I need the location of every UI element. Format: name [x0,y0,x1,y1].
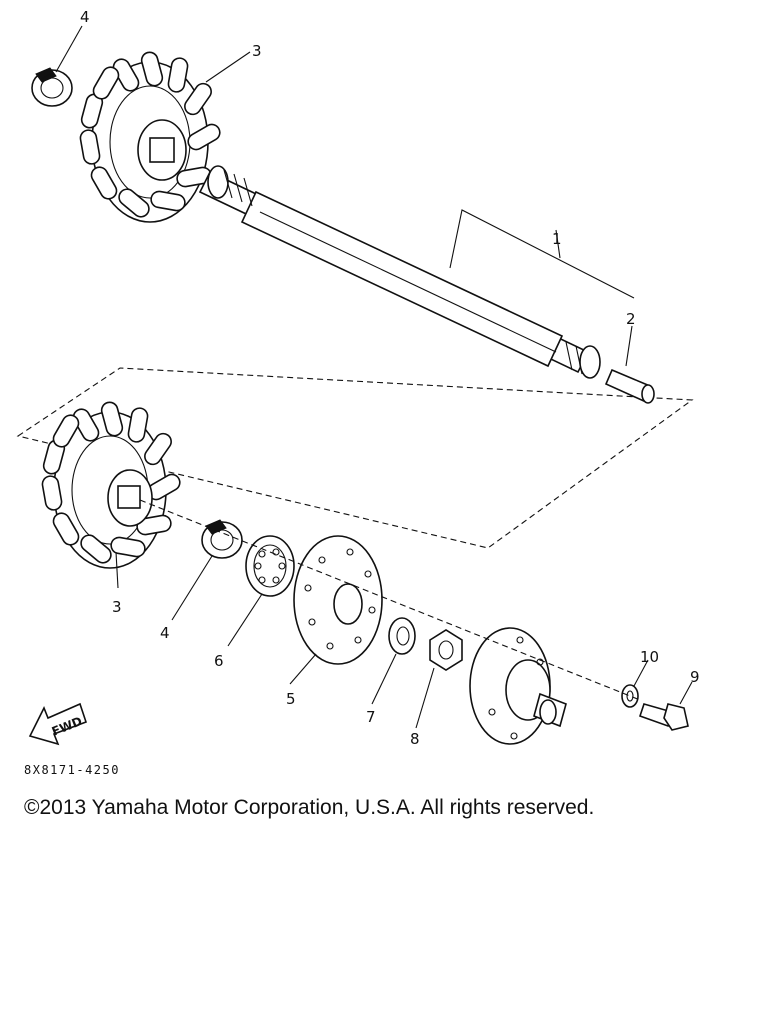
callout-9: 9 [690,668,700,686]
bearing [245,535,295,597]
hub-housing [469,627,567,745]
clamp-upper [31,67,73,107]
copyright-notice: ©2013 Yamaha Motor Corporation, U.S.A. A… [24,796,595,819]
nut [429,629,463,671]
drive-shaft [198,165,601,379]
callout-3-lower: 3 [112,598,122,616]
callout-4-upper: 4 [80,8,90,26]
leader-lines [55,25,693,729]
drawing-code: 8X8171-4250 [24,763,120,777]
callout-10: 10 [640,648,659,666]
assembly-centerline [139,499,641,701]
callout-3-upper: 3 [252,42,262,60]
drive-sprocket-upper [79,51,221,223]
callout-5: 5 [286,690,296,708]
drive-sprocket-lower [41,401,181,569]
bolt [638,703,689,731]
callout-1: 1 [552,230,562,248]
callout-8: 8 [410,730,420,748]
lock-washer [621,684,639,708]
exploded-parts-diagram: 4 3 1 2 3 4 6 5 7 8 10 9 FWD [16,8,700,748]
callout-6: 6 [214,652,224,670]
assembly-outline [16,367,694,549]
pin [604,368,655,404]
washer [388,617,416,655]
callout-4-lower: 4 [160,624,170,642]
clamp-lower [201,519,243,559]
fwd-arrow-icon: FWD [28,702,88,746]
flange-plate [293,535,383,665]
callout-2: 2 [626,310,636,328]
callout-7: 7 [366,708,376,726]
